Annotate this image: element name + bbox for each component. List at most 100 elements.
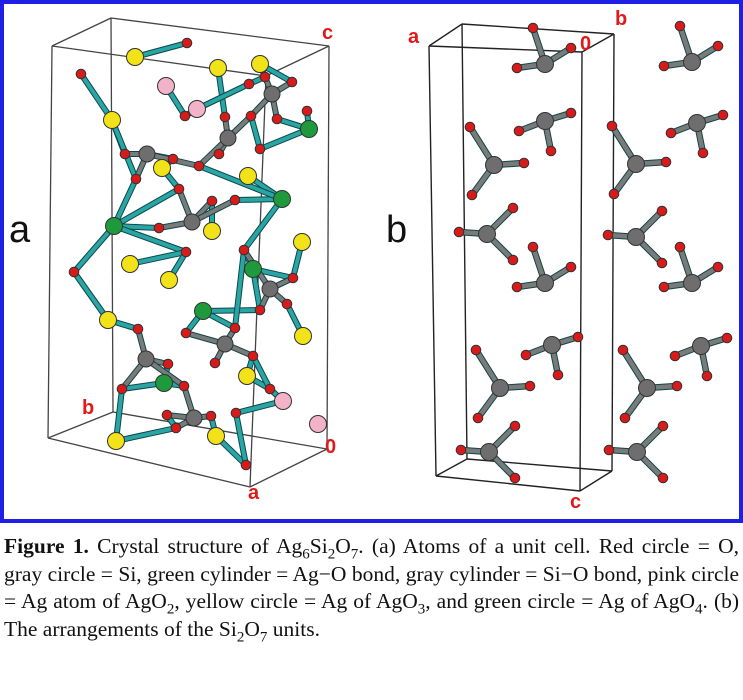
bonds-b [455, 22, 731, 482]
caption-text: units. [267, 616, 320, 641]
ag-o-bond [197, 164, 284, 201]
oxygen-atom [132, 323, 144, 335]
oxygen-atom [254, 143, 266, 155]
cell-edge [428, 45, 437, 477]
oxygen-atom [271, 113, 283, 125]
oxygen-atom [453, 226, 465, 238]
oxygen-atom [180, 246, 192, 258]
oxygen-atom [671, 380, 683, 392]
ag-ago3-atom [238, 367, 256, 385]
cell-edge [579, 51, 583, 492]
ag-ago2-atom [309, 415, 327, 433]
caption-text: Si [309, 534, 328, 558]
silicon-atom [478, 225, 496, 243]
oxygen-atom [229, 322, 241, 334]
oxygen-atom [513, 125, 525, 137]
cell-edge [47, 437, 251, 488]
cell-edge [428, 23, 463, 47]
oxygen-atom [243, 78, 255, 90]
oxygen-atom [301, 105, 313, 117]
caption-label: Figure 1. [4, 534, 89, 558]
oxygen-atom [281, 298, 293, 310]
caption-sub: 7 [350, 546, 359, 563]
oxygen-atom [470, 344, 482, 356]
oxygen-atom [161, 409, 173, 421]
origin-label-b: 0 [580, 33, 592, 55]
cell-edge [51, 17, 112, 47]
oxygen-atom [665, 127, 677, 139]
silicon-atom [485, 156, 503, 174]
oxygen-atom [617, 344, 629, 356]
cell-edge [611, 33, 615, 472]
oxygen-atom [116, 383, 128, 395]
oxygen-atom [507, 254, 519, 266]
oxygen-atom [209, 357, 221, 369]
ag-ago3-atom [239, 167, 257, 185]
ag-o-bond [112, 187, 181, 228]
ag-o-bond [234, 411, 248, 467]
ag-o-bond [112, 224, 188, 254]
oxygen-atom [193, 160, 205, 172]
oxygen-atom [259, 71, 271, 83]
ag-o-bond [251, 354, 272, 391]
cell-edge [428, 45, 583, 53]
origin-label-a: 0 [325, 436, 337, 458]
oxygen-atom [219, 111, 231, 123]
oxygen-atom [674, 241, 686, 253]
silicon-atom [183, 213, 201, 231]
oxygen-atom [178, 380, 190, 392]
oxygen-atom [606, 120, 618, 132]
cell-edge [581, 33, 615, 53]
oxygen-atom [179, 110, 191, 122]
caption-text: , and green circle = Ag of AgO [425, 589, 696, 613]
oxygen-atom [264, 383, 276, 395]
ag-ago4-atom [155, 374, 173, 392]
ag-o-bond [201, 308, 262, 313]
oxygen-atom [75, 68, 87, 80]
caption-sub: 2 [327, 546, 336, 563]
ag-ago2-atom [274, 392, 292, 410]
oxygen-atom [656, 205, 668, 217]
ag-ago2-atom [157, 77, 175, 95]
ag-o-bond [79, 72, 114, 122]
ag-ago2-atom [188, 100, 206, 118]
oxygen-atom [660, 156, 672, 168]
panel-a-label: a [9, 209, 31, 251]
oxygen-atom [552, 369, 564, 381]
silicon-atom [480, 443, 498, 461]
oxygen-atom [657, 420, 669, 432]
cell-edge [47, 45, 53, 439]
oxygen-atom [565, 261, 577, 273]
silicon-atom [137, 350, 155, 368]
silicon-atom [627, 155, 645, 173]
cell-edge [435, 458, 468, 477]
oxygen-atom [162, 358, 174, 370]
oxygen-atom [572, 331, 584, 343]
oxygen-atom [697, 147, 709, 159]
oxygen-atom [518, 157, 530, 169]
axis-a-label-b: a [408, 26, 420, 48]
ag-ago3-atom [103, 111, 121, 129]
ag-ago4-atom [105, 217, 123, 235]
caption-sub: 2 [166, 601, 175, 618]
axis-c-label-b: c [570, 491, 582, 513]
ag-o-bond [72, 224, 116, 274]
oxygen-atom [507, 202, 519, 214]
caption-sub: 6 [302, 546, 310, 563]
caption-sub: 7 [259, 628, 268, 645]
oxygen-atom [247, 350, 259, 362]
caption-text: , yellow circle = Ag of AgO [174, 589, 418, 613]
cell-edge [249, 448, 328, 488]
cell-edge [466, 458, 613, 472]
oxygen-atom [68, 266, 80, 278]
oxygen-atom [712, 40, 724, 52]
atoms-b [453, 20, 733, 484]
oxygen-atom [245, 110, 257, 122]
oxygen-atom [603, 444, 615, 456]
ag-ago4-atom [300, 120, 318, 138]
oxygen-atom [511, 62, 523, 74]
oxygen-atom [658, 60, 670, 72]
ag-ago3-atom [293, 233, 311, 251]
silicon-atom [219, 129, 237, 147]
silicon-atom [683, 274, 701, 292]
